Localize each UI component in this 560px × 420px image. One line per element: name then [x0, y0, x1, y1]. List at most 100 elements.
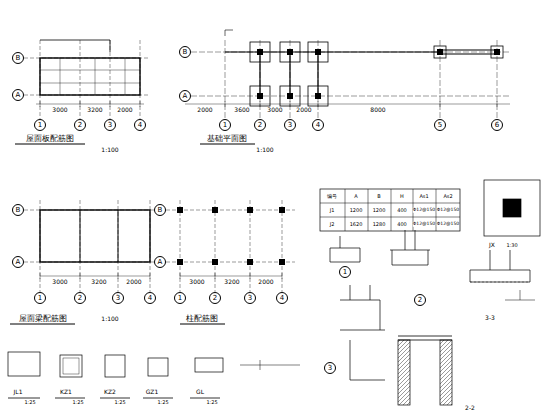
axis-bubble: B: [179, 46, 191, 58]
axis-label: 2: [213, 295, 217, 302]
drawing-note: KZ1: [60, 389, 72, 395]
axis-label: 6: [495, 122, 499, 129]
table-cell: 400: [397, 208, 407, 213]
drawing-note: GZ1: [146, 389, 159, 395]
axis-bubble: B: [12, 52, 24, 64]
table-cell: 1200: [350, 208, 363, 213]
table-cell: 1200: [373, 208, 386, 213]
axis-bubble: 2: [74, 292, 86, 304]
axis-bubble: 2: [74, 119, 86, 131]
drawing-note: 2000: [117, 107, 132, 113]
table-cell: 编号: [327, 194, 337, 199]
table-cell: B: [377, 194, 380, 199]
drawing-note: 柱配筋图: [186, 315, 218, 323]
axis-bubble: 4: [276, 292, 288, 304]
drawing-note: KZ2: [104, 389, 116, 395]
table-cell: 400: [397, 222, 407, 227]
drawing-note: 2000: [126, 279, 141, 285]
axis-bubble: A: [154, 256, 166, 268]
drawing-note: 1:100: [101, 316, 118, 322]
axis-bubble: 3: [324, 362, 336, 374]
axis-bubble: 5: [434, 119, 446, 131]
axis-bubble: 4: [312, 119, 324, 131]
drawing-note: 3200: [87, 107, 102, 113]
drawing-note: 8000: [370, 107, 385, 113]
axis-bubble: 4: [144, 292, 156, 304]
axis-bubble: 1: [34, 119, 46, 131]
axis-bubble: 1: [219, 119, 231, 131]
axis-bubble: 4: [134, 119, 146, 131]
drawing-note: 1:25: [206, 400, 217, 405]
axis-label: 3: [116, 295, 120, 302]
axis-label: 2: [258, 122, 262, 129]
axis-label: 1: [178, 295, 182, 302]
axis-bubble: 2: [209, 292, 221, 304]
drawing-note: 3600: [234, 107, 249, 113]
table-cell: A: [354, 194, 357, 199]
axis-bubble: 3: [104, 119, 116, 131]
drawing-note: 2000: [296, 107, 311, 113]
drawing-note: 1:30: [506, 243, 517, 248]
axis-label: 4: [280, 295, 284, 302]
axis-bubble: 3: [244, 292, 256, 304]
drawing-note: 2000: [258, 279, 273, 285]
axis-label: A: [16, 259, 21, 266]
drawing-note: 2000: [197, 107, 212, 113]
axis-label: 4: [316, 122, 320, 129]
axis-label: B: [158, 207, 163, 214]
table-cell: Φ12@150: [413, 208, 435, 213]
axis-label: 3: [288, 122, 292, 129]
drawing-note: 3200: [91, 279, 106, 285]
drawing-note: 1:25: [157, 400, 168, 405]
axis-label: B: [183, 49, 188, 56]
drawing-note: JX: [489, 242, 495, 248]
axis-bubble: A: [12, 256, 24, 268]
drawing-note: 1:100: [101, 147, 118, 153]
axis-bubble: A: [12, 89, 24, 101]
table-cell: J1: [330, 208, 335, 213]
drawing-note: 2-2: [465, 405, 475, 411]
drawing-note: 3000: [52, 107, 67, 113]
drawing-note: 3000: [189, 279, 204, 285]
axis-bubble: B: [12, 204, 24, 216]
drawing-note: JL1: [14, 389, 23, 395]
drawing-note: 1:25: [114, 400, 125, 405]
table-cell: As1: [419, 194, 428, 199]
axis-label: 2: [78, 295, 82, 302]
axis-bubble: 3: [284, 119, 296, 131]
table-cell: Φ12@150: [437, 208, 459, 213]
drawing-note: GL: [196, 389, 204, 395]
drawing-note: 3-3: [485, 315, 495, 321]
drawing-note: 1:25: [24, 400, 35, 405]
axis-label: 4: [148, 295, 152, 302]
axis-bubble: A: [179, 90, 191, 102]
axis-label: 3: [248, 295, 252, 302]
axis-label: A: [158, 259, 163, 266]
axis-bubble: 1: [34, 292, 46, 304]
table-cell: Φ12@150: [437, 222, 459, 227]
axis-label: 3: [108, 122, 112, 129]
axis-label: 1: [223, 122, 227, 129]
drawing-note: 3000: [52, 279, 67, 285]
table-cell: Φ12@150: [413, 222, 435, 227]
axis-label: B: [16, 55, 21, 62]
drawing-note: 3000: [267, 107, 282, 113]
table-cell: J2: [330, 222, 335, 227]
table-cell: As2: [443, 194, 452, 199]
table-cell: 1280: [373, 222, 386, 227]
table-cell: H: [400, 194, 404, 199]
axis-label: 1: [38, 122, 42, 129]
axis-label: 3: [328, 365, 332, 372]
drawing-note: 屋面板配筋图: [26, 135, 74, 143]
axis-bubble: 6: [491, 119, 503, 131]
table-cell: 1620: [350, 222, 363, 227]
axis-label: 4: [138, 122, 142, 129]
axis-bubble: 2: [254, 119, 266, 131]
axis-label: 1: [38, 295, 42, 302]
axis-bubble: 1: [339, 266, 351, 278]
axis-bubble: B: [154, 204, 166, 216]
axis-bubble: 1: [174, 292, 186, 304]
drawing-note: 3200: [224, 279, 239, 285]
axis-bubble: 2: [414, 294, 426, 306]
